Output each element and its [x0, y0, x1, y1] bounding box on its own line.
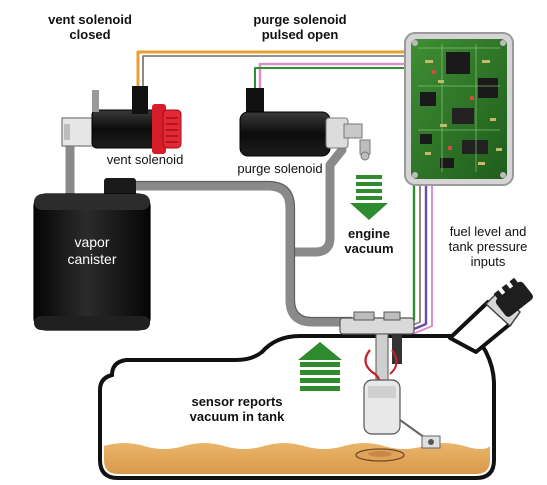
- arrow-up-icon: [298, 342, 342, 391]
- sensor-inputs-label: fuel level and tank pressure inputs: [436, 224, 540, 269]
- inputs-line-2: tank pressure: [448, 239, 528, 254]
- vent-status-label: vent solenoid closed: [40, 12, 140, 42]
- controller-module: [404, 32, 514, 186]
- filler-neck: [448, 277, 533, 354]
- engine-vacuum-label: engine vacuum: [332, 226, 406, 256]
- engine-line-1: engine: [348, 226, 390, 241]
- vent-solenoid-label: vent solenoid: [106, 152, 184, 167]
- purge-status-line-2: pulsed open: [261, 27, 339, 42]
- inputs-line-1: fuel level and: [449, 224, 527, 239]
- vent-status-line-1: vent solenoid: [48, 12, 132, 27]
- fuel-tank: [98, 334, 496, 480]
- arrow-down-icon: [350, 175, 388, 220]
- purge-solenoid-label: purge solenoid: [237, 161, 323, 176]
- canister-line-1: vapor: [74, 234, 110, 250]
- tank-vacuum-label: sensor reports vacuum in tank: [174, 394, 300, 424]
- vapor-canister-label: vapor canister: [42, 234, 142, 268]
- canister-line-2: canister: [67, 251, 117, 267]
- purge-status-line-1: purge solenoid: [253, 12, 347, 27]
- vent-status-line-2: closed: [69, 27, 111, 42]
- vapor-canister: [33, 178, 151, 331]
- vapor-hoses: [65, 141, 357, 327]
- engine-line-2: vacuum: [344, 241, 394, 256]
- sensor-line-2: vacuum in tank: [189, 409, 285, 424]
- purge-status-label: purge solenoid pulsed open: [240, 12, 360, 42]
- inputs-line-3: inputs: [470, 254, 506, 269]
- sensor-line-1: sensor reports: [191, 394, 283, 409]
- purge-solenoid: [239, 88, 371, 161]
- fuel-pump-sensor-assembly: [339, 311, 441, 462]
- vent-solenoid: [61, 86, 182, 154]
